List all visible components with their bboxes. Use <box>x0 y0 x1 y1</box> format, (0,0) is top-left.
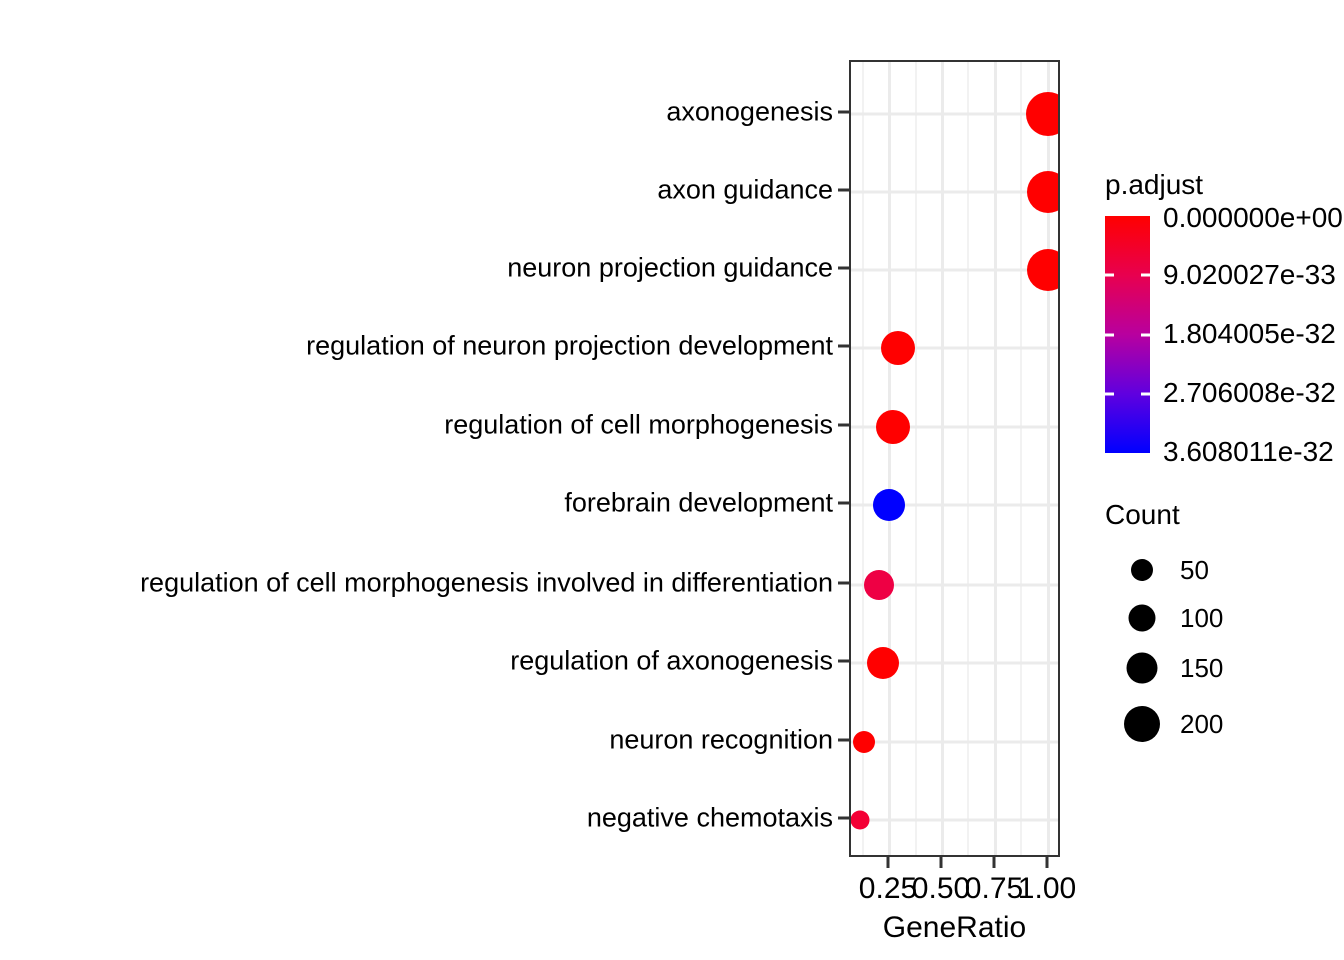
colorbar-tick <box>1141 392 1150 396</box>
x-axis-ticks <box>849 857 1060 869</box>
y-axis-tick <box>838 659 849 663</box>
gridline-horizontal <box>851 346 1058 350</box>
color-legend-label: 9.020027e-33 <box>1163 259 1336 290</box>
data-point[interactable] <box>1027 171 1058 213</box>
gridline-horizontal <box>851 661 1058 665</box>
y-axis-label: regulation of cell morphogenesis involve… <box>140 567 833 598</box>
gridline-horizontal <box>851 425 1058 429</box>
gridline-vertical-major <box>994 62 997 855</box>
x-axis-tick <box>992 857 996 868</box>
y-axis-label: neuron projection guidance <box>507 252 833 283</box>
y-axis-label: negative chemotaxis <box>586 802 833 833</box>
gridline-horizontal <box>851 503 1058 507</box>
size-legend-title: Count <box>1105 499 1180 530</box>
y-axis-labels: axonogenesis axon guidance neuron projec… <box>0 60 849 860</box>
y-axis-label: regulation of cell morphogenesis <box>444 409 833 440</box>
y-axis-tick <box>838 423 849 427</box>
y-axis-tick <box>838 266 849 270</box>
y-axis-tick <box>838 581 849 585</box>
y-axis-label: forebrain development <box>564 487 833 518</box>
data-point[interactable] <box>864 570 894 600</box>
gridline-horizontal <box>851 112 1058 116</box>
data-point[interactable] <box>881 331 915 365</box>
data-point[interactable] <box>1027 249 1058 291</box>
data-point[interactable] <box>851 810 870 830</box>
y-axis-label: regulation of axonogenesis <box>510 645 833 676</box>
size-legend-dot <box>1128 604 1156 632</box>
y-axis-label: regulation of neuron projection developm… <box>306 330 833 361</box>
size-legend-dot <box>1131 559 1153 581</box>
color-legend-label: 0.000000e+00 <box>1163 202 1343 233</box>
size-legend-dot <box>1126 652 1158 684</box>
color-legend: p.adjust 0.000000e+00 9.020027e-33 1.804… <box>1105 169 1344 467</box>
colorbar-tick <box>1141 273 1150 277</box>
colorbar-tick <box>1105 392 1114 396</box>
colorbar-tick <box>1141 333 1150 337</box>
x-axis-tick-label: 1.00 <box>1017 872 1077 905</box>
gridline-vertical-major <box>1047 62 1050 855</box>
color-legend-label: 3.608011e-32 <box>1163 436 1334 467</box>
size-legend-label: 150 <box>1180 653 1224 683</box>
colorbar-tick <box>1105 333 1114 337</box>
y-axis-tick <box>838 738 849 742</box>
x-axis-tick-labels: 0.25 0.50 0.75 1.00 <box>0 872 1344 908</box>
gridline-horizontal <box>851 583 1058 587</box>
color-legend-title: p.adjust <box>1105 169 1204 200</box>
x-axis-tick-label: 0.25 <box>858 872 918 905</box>
size-legend-dot <box>1124 706 1160 742</box>
y-axis-tick <box>838 344 849 348</box>
x-axis-tick-label: 0.75 <box>964 872 1024 905</box>
x-axis-title: GeneRatio <box>882 911 1027 944</box>
color-legend-label: 1.804005e-32 <box>1163 318 1336 349</box>
gridline-vertical-minor <box>967 62 969 855</box>
y-axis-tick <box>838 110 849 114</box>
gridline-horizontal <box>851 190 1058 194</box>
x-axis-tick <box>886 857 890 868</box>
gridline-vertical-minor <box>1020 62 1022 855</box>
size-legend-label: 50 <box>1180 555 1209 585</box>
plot-panel <box>849 60 1060 857</box>
gridline-horizontal <box>851 818 1058 822</box>
x-axis-tick <box>1045 857 1049 868</box>
size-legend: Count 50 100 150 200 <box>1105 500 1344 780</box>
gridline-vertical-major <box>941 62 944 855</box>
data-point[interactable] <box>853 731 875 753</box>
gridline-vertical-major <box>888 62 891 855</box>
y-axis-tick <box>838 816 849 820</box>
data-point[interactable] <box>867 647 899 679</box>
data-point[interactable] <box>876 410 910 444</box>
colorbar-tick <box>1105 273 1114 277</box>
size-legend-label: 200 <box>1180 709 1224 739</box>
color-legend-gradient-bar <box>1105 216 1150 453</box>
x-axis-tick-label: 0.50 <box>911 872 971 905</box>
y-axis-tick <box>838 188 849 192</box>
data-point[interactable] <box>873 489 905 521</box>
gridline-vertical-minor <box>915 62 917 855</box>
x-axis-tick <box>939 857 943 868</box>
y-axis-label: axonogenesis <box>666 96 833 127</box>
y-axis-tick <box>838 501 849 505</box>
gridline-horizontal <box>851 740 1058 744</box>
gridline-horizontal <box>851 268 1058 272</box>
y-axis-label: neuron recognition <box>609 724 833 755</box>
size-legend-label: 100 <box>1180 603 1224 633</box>
color-legend-label: 2.706008e-32 <box>1163 377 1336 408</box>
gridline-vertical-minor <box>862 62 864 855</box>
data-point[interactable] <box>1026 92 1058 136</box>
y-axis-label: axon guidance <box>657 174 833 205</box>
